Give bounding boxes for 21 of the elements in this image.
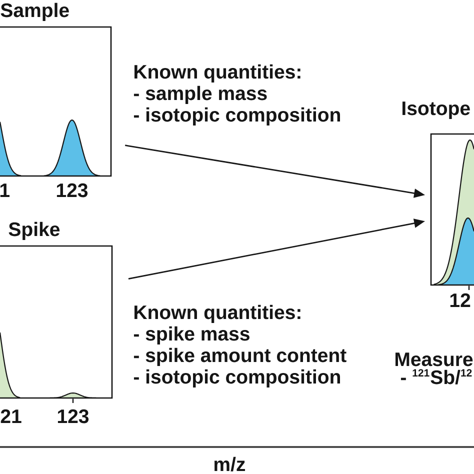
spectrum-panel: Isotope [402,102,474,286]
tick-label: 123 [58,409,89,424]
list-heading: Known quantities: [134,304,300,324]
list-item: - $^{121}$Sb/$^{12}$ [400,369,472,384]
spectrum-panel: Sample [0,2,112,177]
list-item: - spike mass [134,326,250,345]
tick-label: 1 [0,184,10,197]
tick-label: 21 [0,409,22,423]
tick-label: 12 [450,293,470,307]
list-heading: Known quantities: [134,64,300,83]
list-item: - spike amount content [134,348,346,366]
axis-label: m/z [214,456,245,472]
node-label: Isotope [402,102,470,120]
node-label: Spike [8,222,60,240]
list-heading: Measure [396,352,473,366]
list-item: - isotopic composition [134,369,340,388]
node-label: Sample [0,2,69,22]
spectrum-panel: Spike [0,222,113,399]
list-item: - sample mass [134,86,267,104]
list-item: - isotopic composition [134,107,340,126]
tick-label: 123 [56,183,88,198]
